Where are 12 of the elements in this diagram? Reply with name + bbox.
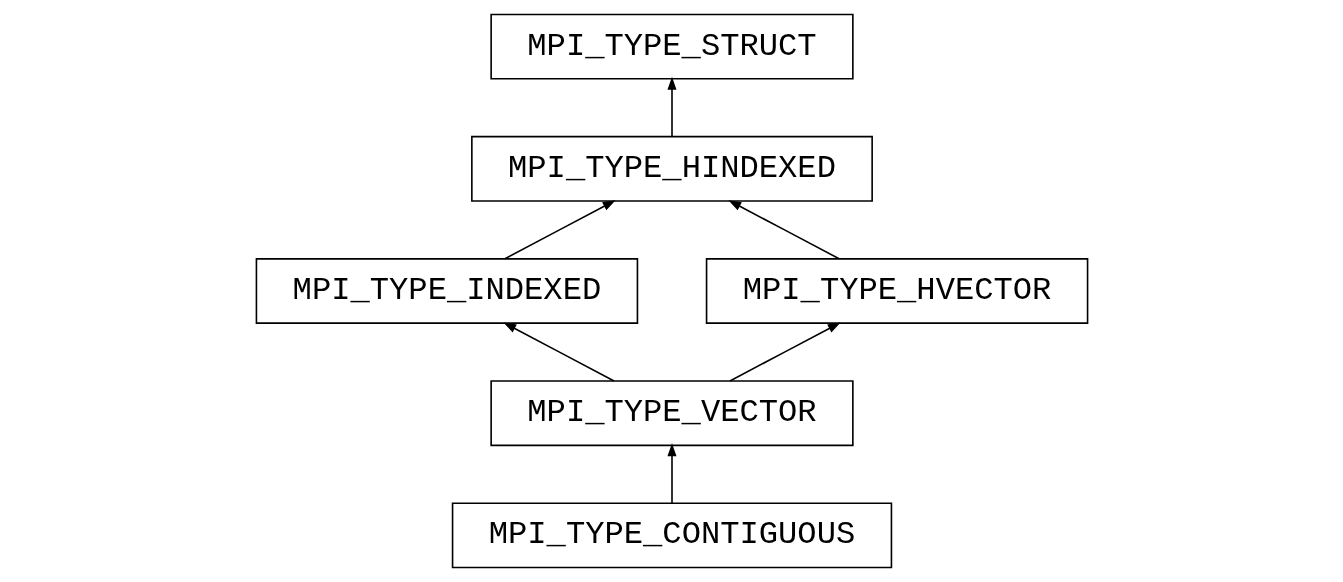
- node-box: MPI_TYPE_VECTOR: [489, 380, 854, 447]
- arrow: [667, 443, 676, 504]
- node-box: MPI_TYPE_INDEXED: [255, 258, 638, 324]
- node-box: MPI_TYPE_HVECTOR: [705, 258, 1088, 324]
- arrow: [728, 322, 841, 382]
- arrow: [727, 200, 840, 260]
- node-box: MPI_TYPE_STRUCT: [489, 13, 854, 80]
- arrow: [503, 200, 616, 260]
- arrow: [667, 76, 676, 138]
- node-box: MPI_TYPE_CONTIGUOUS: [451, 502, 892, 569]
- arrow: [502, 322, 615, 382]
- node-box: MPI_TYPE_HINDEXED: [470, 135, 873, 202]
